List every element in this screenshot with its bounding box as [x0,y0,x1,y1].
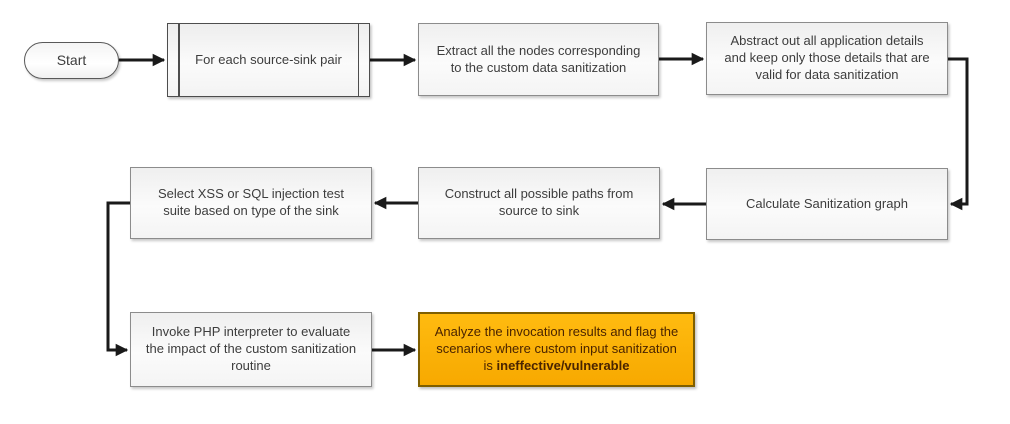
flow-node-calculate-graph: Calculate Sanitization graph [706,168,948,240]
construct-paths-label: Construct all possible paths from source… [444,186,634,218]
analyze-results-label: Analyze the invocation results and flag … [434,324,679,373]
flow-node-construct-paths: Construct all possible paths from source… [418,167,660,239]
source-sink-loop-label: For each source-sink pair [195,51,342,67]
analyze-results-bold-label: ineffective/vulnerable [496,357,630,373]
flow-node-select-suite: Select XSS or SQL injection test suite b… [130,167,372,239]
flow-node-extract-nodes: Extract all the nodes corresponding to t… [418,23,659,96]
flow-node-analyze-results: Analyze the invocation results and flag … [418,312,695,387]
arrow-abstract-to-calculate [948,57,969,211]
invoke-php-label: Invoke PHP interpreter to evaluate the i… [145,324,357,373]
flow-node-abstract-details: Abstract out all application details and… [706,22,948,95]
predefined-process-left-bar [178,24,180,96]
flow-node-invoke-php: Invoke PHP interpreter to evaluate the i… [130,312,372,387]
abstract-details-label: Abstract out all application details and… [724,33,930,82]
start-label: Start [56,52,87,69]
extract-nodes-label: Extract all the nodes corresponding to t… [436,42,641,75]
flow-node-start: Start [24,42,119,79]
calculate-graph-label: Calculate Sanitization graph [746,195,908,211]
predefined-process-right-bar [357,24,359,96]
arrow-select-to-invoke [106,201,130,357]
select-suite-label: Select XSS or SQL injection test suite b… [158,186,344,218]
flow-node-source-sink-loop: For each source-sink pair [167,23,370,97]
